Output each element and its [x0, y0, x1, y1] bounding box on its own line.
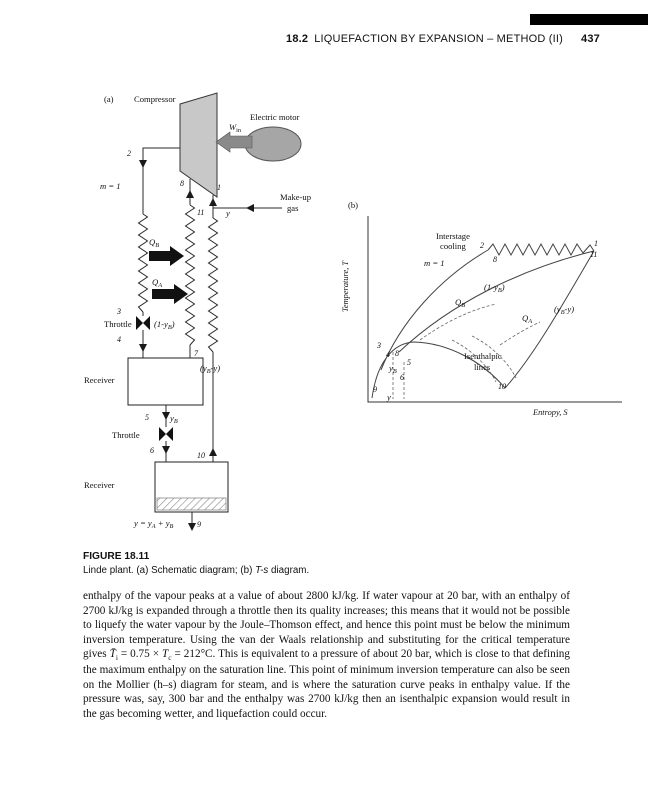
liquid-level — [156, 497, 227, 511]
yb-label-a: yB — [169, 413, 178, 425]
state-6-b: 6 — [400, 373, 404, 382]
state-1-b: 1 — [594, 239, 598, 248]
mass-flow-label: m = 1 — [100, 181, 121, 191]
work-input-arrow — [215, 131, 253, 153]
state-5-b: 5 — [407, 358, 411, 367]
fraction-1-yb-label-a: (1-yB) — [154, 319, 175, 331]
caption-part-2: diagram. — [268, 565, 310, 576]
interstage-cooling-coil — [487, 242, 595, 257]
caption-ts-italic: T-s — [255, 565, 269, 576]
state-9-a: 9 — [197, 520, 201, 529]
inline-formula: T̄i = 0.75 × Tc = 212°C — [109, 648, 213, 663]
qa-label-a: QA — [152, 277, 162, 289]
state-3-b: 3 — [376, 341, 381, 350]
y-label-b: y — [386, 392, 391, 402]
compressor-label: Compressor — [134, 94, 176, 104]
receiver-2-label: Receiver — [84, 480, 115, 490]
page-number: 437 — [581, 33, 600, 45]
state-5-a: 5 — [145, 413, 149, 422]
interstage-label-1: Interstage — [436, 231, 470, 241]
throttle-1-label: Throttle — [104, 319, 132, 329]
qb-label-b: QB — [455, 297, 465, 309]
running-head: 18.2 LIQUEFACTION BY EXPANSION – METHOD (… — [0, 33, 600, 45]
state-11-a: 11 — [197, 208, 204, 217]
fraction-yb-y-label-b: (yB-y) — [554, 304, 574, 316]
figure-caption-number: FIGURE 18.11 — [83, 551, 150, 562]
qb-label-a: QB — [149, 237, 159, 249]
heat-exchanger-coil-right — [207, 217, 219, 353]
y-axis-label: Temperature, T — [341, 260, 350, 312]
compressor-symbol — [179, 92, 218, 198]
makeup-gas-label-2: gas — [287, 203, 299, 213]
ts-diagram-b: Temperature, T Entropy, S (b) Interstage… — [341, 200, 622, 417]
body-text-part-2: . This is equivalent to a pressure of ab… — [83, 648, 570, 720]
y-stream-label-a: y — [225, 208, 230, 218]
heat-transfer-arrows — [149, 246, 188, 304]
state-2-b: 2 — [480, 241, 484, 250]
receiver-1-vessel — [127, 357, 204, 406]
state-3-a: 3 — [116, 307, 121, 316]
body-text-part-1: enthalpy of the vapour peaks at a value … — [83, 590, 570, 661]
schematic-a: (a) Compressor Electric motor Win Make-u… — [84, 92, 311, 531]
fraction-1-yb-label-b: (1-yB) — [484, 282, 505, 294]
makeup-gas-label-1: Make-up — [280, 192, 311, 202]
figure-caption: FIGURE 18.11 Linde plant. (a) Schematic … — [83, 551, 583, 576]
section-number: 18.2 — [286, 33, 309, 45]
state-4-a: 4 — [117, 335, 121, 344]
isenthalpic-label-1: Isenthalpic — [464, 351, 502, 361]
state-10-b: 10 — [498, 382, 506, 391]
state-9-b: 9 — [373, 385, 377, 394]
mass-flow-label-b: m = 1 — [424, 258, 445, 268]
state-1-a: 1 — [217, 183, 221, 192]
electric-motor-symbol — [244, 126, 302, 162]
running-head-title: LIQUEFACTION BY EXPANSION – METHOD (II) — [314, 33, 564, 45]
yb-label-b: yB — [388, 363, 397, 375]
receiver-1-label: Receiver — [84, 375, 115, 385]
state-8b-b: 8 — [395, 349, 399, 358]
heat-exchanger-coil-left — [137, 213, 149, 313]
qa-label-b: QA — [522, 313, 532, 325]
interstage-label-2: cooling — [440, 241, 466, 251]
fraction-yb-y-label-a: (yB-y) — [200, 363, 220, 375]
panel-a-label: (a) — [104, 94, 114, 104]
state-6-a: 6 — [150, 446, 154, 455]
bottom-yield-label: y = yA + yB — [133, 518, 174, 530]
page-corner-bar — [530, 14, 648, 25]
caption-part-1: Linde plant. (a) Schematic diagram; (b) — [83, 565, 256, 576]
ts-curves — [371, 249, 595, 399]
state-10-a: 10 — [197, 451, 205, 460]
figure-caption-text: Linde plant. (a) Schematic diagram; (b) … — [83, 565, 583, 576]
state-7-a: 7 — [194, 349, 199, 358]
x-axis-label: Entropy, S — [532, 408, 568, 417]
work-input-label: Win — [229, 122, 242, 134]
isenthalpic-label-2: lines — [474, 362, 491, 372]
throttle-2-label: Throttle — [112, 430, 140, 440]
state-2-a: 2 — [127, 149, 131, 158]
body-paragraph: enthalpy of the vapour peaks at a value … — [83, 589, 570, 721]
state-8-b: 8 — [493, 255, 497, 264]
state-4-b: 4 — [386, 350, 390, 359]
heat-exchanger-coil-middle — [184, 204, 196, 346]
electric-motor-label: Electric motor — [250, 112, 300, 122]
state-8-a: 8 — [180, 179, 184, 188]
state-11-b: 11 — [590, 250, 597, 259]
ts-axes — [367, 216, 622, 403]
panel-b-label: (b) — [348, 200, 358, 210]
